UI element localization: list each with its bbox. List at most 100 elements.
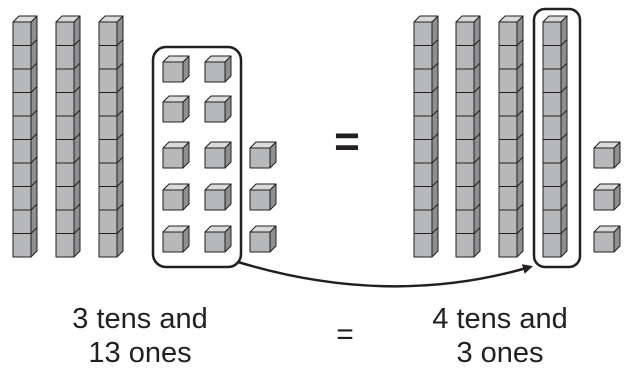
left-one-cube (162, 55, 190, 83)
left-one-cube (249, 183, 277, 211)
left-one-cube (204, 141, 232, 169)
cube-front-face (204, 61, 226, 83)
left-caption-line1: 3 tens and (72, 303, 208, 335)
rod-cube-divider (414, 109, 439, 117)
rod-cube-divider (56, 109, 81, 117)
rod-cube-divider (13, 86, 38, 93)
rod-cube-divider (13, 156, 38, 164)
rod-cube-divider (99, 62, 124, 70)
rod-cube-divider (456, 86, 481, 93)
rod-cube-divider (543, 203, 568, 211)
rod-cube-divider (543, 133, 568, 140)
rod-cube-divider (499, 62, 524, 70)
rod-cube-divider (543, 62, 568, 70)
cube-front-face (249, 189, 271, 211)
right-caption-line1: 4 tens and (432, 303, 568, 335)
equals-sign-caption: = (336, 318, 354, 351)
rod-cube-divider (499, 180, 524, 187)
rod-cube-divider (499, 133, 524, 140)
rod-cube-divider (543, 156, 568, 164)
rod-cube-divider (99, 227, 124, 234)
new-ten-highlight-box (532, 7, 582, 269)
cube-front-face (249, 231, 271, 253)
rod-cube-divider (543, 86, 568, 93)
rod-cube-divider (414, 156, 439, 164)
rod-cube-divider (543, 39, 568, 46)
cube-front-face (593, 231, 615, 253)
right-ten-rod (413, 15, 439, 258)
rod-cube-divider (56, 156, 81, 164)
rod-cube-divider (414, 203, 439, 211)
left-one-cube (162, 183, 190, 211)
left-ten-rod (98, 15, 124, 258)
rod-cube-divider (99, 156, 124, 164)
rod-cube-divider (99, 180, 124, 187)
rod-cube-divider (456, 133, 481, 140)
left-ten-rod (12, 15, 38, 258)
blocks-layer (12, 15, 621, 258)
right-one-cube (593, 225, 621, 253)
rod-cube-divider (56, 227, 81, 234)
left-one-cube (162, 95, 190, 123)
right-ten-rod (455, 15, 481, 258)
rod-cube-divider (456, 180, 481, 187)
regroup-box-ones (151, 45, 243, 269)
rod-cube-divider (414, 39, 439, 46)
left-caption: 3 tens and 13 ones (40, 302, 240, 370)
right-caption: 4 tens and 3 ones (400, 302, 600, 370)
rod-cube-divider (414, 227, 439, 234)
cube-front-face (249, 147, 271, 169)
rod-cube-divider (56, 133, 81, 140)
rod-cube-divider (56, 62, 81, 70)
rod-cube-divider (499, 86, 524, 93)
rod-cube-divider (414, 180, 439, 187)
left-one-cube (249, 141, 277, 169)
rod-cube-divider (56, 39, 81, 46)
rod-cube-divider (99, 39, 124, 46)
rod-cube-divider (13, 62, 38, 70)
left-one-cube (162, 225, 190, 253)
right-ten-rod-new (542, 15, 568, 258)
rod-cube-divider (456, 109, 481, 117)
cube-front-face (162, 61, 184, 83)
rod-cube-divider (13, 203, 38, 211)
rod-cube-divider (99, 133, 124, 140)
rod-cube-divider (456, 156, 481, 164)
rod-cube-divider (56, 203, 81, 211)
rod-cube-divider (13, 133, 38, 140)
left-one-cube (204, 55, 232, 83)
rod-cube-divider (543, 109, 568, 117)
rod-cube-divider (56, 86, 81, 93)
rod-cube-divider (99, 203, 124, 211)
cube-front-face (593, 147, 615, 169)
left-ten-rod (55, 15, 81, 258)
rod-cube-divider (13, 227, 38, 234)
overlays-layer (151, 7, 582, 288)
rod-cube-divider (456, 227, 481, 234)
rod-cube-divider (543, 180, 568, 187)
rod-cube-divider (99, 86, 124, 93)
left-one-cube (204, 225, 232, 253)
regroup-arrow (237, 260, 533, 288)
right-caption-line2: 3 ones (456, 337, 544, 369)
equals-sign-diagram: = (334, 117, 360, 166)
rod-cube-divider (99, 109, 124, 117)
cube-front-face (162, 101, 184, 123)
rod-cube-divider (13, 180, 38, 187)
rod-cube-divider (499, 227, 524, 234)
left-one-cube (204, 183, 232, 211)
rod-cube-divider (13, 109, 38, 117)
rod-cube-divider (499, 156, 524, 164)
cube-front-face (204, 101, 226, 123)
right-ten-rod (498, 15, 524, 258)
left-one-cube (204, 95, 232, 123)
rod-cube-divider (543, 227, 568, 234)
rod-cube-divider (414, 133, 439, 140)
rod-cube-divider (499, 109, 524, 117)
right-one-cube (593, 141, 621, 169)
right-one-cube (593, 183, 621, 211)
rod-cube-divider (499, 203, 524, 211)
left-one-cube (162, 141, 190, 169)
rod-cube-divider (456, 62, 481, 70)
